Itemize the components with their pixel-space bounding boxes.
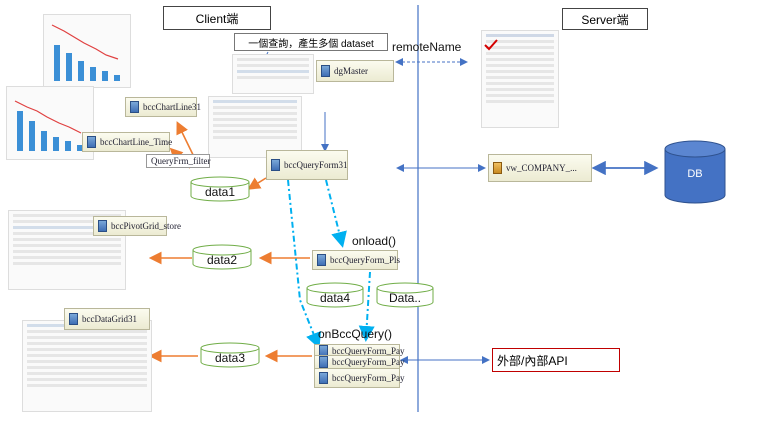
chart-time-preview [6,86,94,160]
dg-master-label: dgMaster [334,66,368,76]
query-form-pls-component[interactable]: bccQueryForm_Pls [312,250,400,270]
onload-label: onload() [352,234,397,248]
data4-label: data4 [319,291,351,305]
form-icon [317,254,326,266]
data3-label: data3 [214,351,246,365]
form-icon [319,372,328,384]
pivot-grid-store-label: bccPivotGrid_store [111,221,181,231]
api-box: 外部/內部API [492,348,620,372]
master-form-preview [232,54,314,94]
chart-line31-label: bccChartLine31 [143,102,201,112]
query-form-pay-3-component[interactable]: bccQueryForm_Pay [314,368,404,388]
query-form31-component[interactable]: bccQueryForm31 [266,150,348,180]
data1-dataset: data1 [190,176,250,202]
data2-label: data2 [206,253,238,267]
chart-icon [130,101,139,113]
data-grid31-component[interactable]: bccDataGrid31 [64,308,150,330]
chart-icon [87,136,96,148]
chart-line-preview [43,14,131,88]
form-icon [271,159,280,171]
onbccquery-label: onBccQuery() [318,327,393,341]
query-form-pls-label: bccQueryForm_Pls [330,255,400,265]
query-note: 一個查詢，產生多個 dataset [234,33,388,51]
server-header: Server端 [562,8,648,30]
form-icon [319,356,328,368]
query-form31-label: bccQueryForm31 [284,160,348,170]
master-grid-preview [208,96,302,158]
pivot-grid-preview [8,210,126,290]
query-form-pay-3-label: bccQueryForm_Pay [332,373,405,383]
grid-icon [98,220,107,232]
data-grid31-label: bccDataGrid31 [82,314,137,324]
queryform-to-data1-arrow [247,177,267,190]
db-cylinder: DB [664,140,726,204]
data4-dataset: data4 [306,282,364,308]
onload-flow-line [325,179,347,248]
vw-company-component[interactable]: vw_COMPANY_... [488,154,592,182]
db-label: DB [687,168,703,180]
grid-icon [321,65,330,77]
sql-icon [493,162,502,174]
pls-to-pay-flow-line [358,271,375,342]
data-more-dataset: Data.. [376,282,434,308]
remote-name-label: remoteName [392,40,462,54]
query-frm-filter-component[interactable]: QueryFrm_filter [146,154,210,168]
data1-label: data1 [204,185,236,199]
query-form-pay-2-label: bccQueryForm_Pay [332,357,405,367]
data2-dataset: data2 [192,244,252,270]
data-more-label: Data.. [388,291,421,305]
pivot-grid-store-component[interactable]: bccPivotGrid_store [93,216,181,236]
data3-dataset: data3 [200,342,260,368]
client-header: Client端 [163,6,271,30]
query-form-pay-2-component[interactable]: bccQueryForm_Pay [314,355,404,369]
grid-icon [69,313,78,325]
dg-master-component[interactable]: dgMaster [316,60,394,82]
data-grid-preview [22,320,152,412]
chart-line-time-label: bccChartLine_Time [100,137,173,147]
property-panel-preview [481,30,559,128]
chart-line31-component[interactable]: bccChartLine31 [125,97,201,117]
query-frm-filter-label: QueryFrm_filter [151,156,211,166]
query-form-pay-1-label: bccQueryForm_Pay [332,346,405,356]
vw-company-label: vw_COMPANY_... [506,163,577,173]
chart-line-time-component[interactable]: bccChartLine_Time [82,132,173,152]
